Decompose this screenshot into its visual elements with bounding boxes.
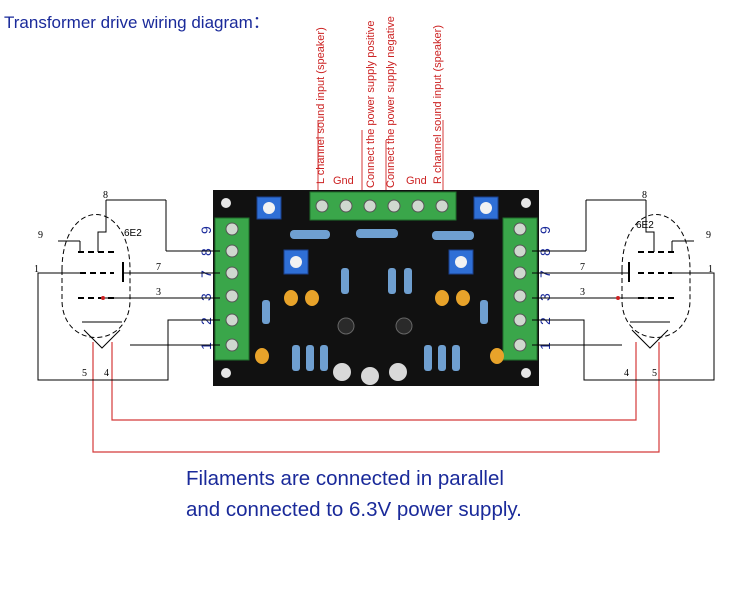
svg-text:4: 4 bbox=[104, 368, 109, 379]
left-terminal-block bbox=[214, 217, 250, 361]
svg-text:9: 9 bbox=[38, 230, 43, 241]
top-terminal-block bbox=[309, 191, 457, 221]
svg-text:5: 5 bbox=[82, 368, 87, 379]
label-gnd-left: Gnd bbox=[333, 175, 354, 187]
label-l-channel: L channel sound input (speaker) bbox=[315, 27, 327, 184]
label-power-negative: Connect the power supply negative bbox=[385, 16, 397, 188]
right-terminal-numbers: 9 8 7 3 2 1 bbox=[537, 226, 553, 350]
label-power-positive: Connect the power supply positive bbox=[365, 20, 377, 188]
svg-text:1: 1 bbox=[537, 342, 553, 350]
potentiometers bbox=[256, 196, 499, 275]
electrolytic-capacitors bbox=[333, 363, 407, 385]
svg-text:1: 1 bbox=[198, 342, 214, 350]
left-tube-6e2 bbox=[37, 199, 220, 381]
filament-note-line2: and connected to 6.3V power supply. bbox=[186, 498, 522, 521]
svg-text:9: 9 bbox=[198, 226, 214, 234]
svg-text:4: 4 bbox=[624, 368, 629, 379]
filament-wires bbox=[92, 342, 660, 453]
transistors bbox=[337, 317, 413, 335]
svg-text:8: 8 bbox=[198, 248, 214, 256]
left-terminal-numbers: 9 8 7 3 2 1 bbox=[198, 226, 214, 350]
filament-note: Filaments are connected in parallel and … bbox=[186, 463, 522, 525]
svg-text:3: 3 bbox=[537, 293, 553, 301]
svg-text:8: 8 bbox=[537, 248, 553, 256]
diagram-title: Transformer drive wiring diagram： bbox=[4, 13, 270, 32]
right-terminal-block bbox=[502, 217, 538, 361]
svg-text:2: 2 bbox=[537, 317, 553, 325]
right-tube-6e2 bbox=[532, 199, 715, 381]
svg-text:7: 7 bbox=[198, 270, 214, 278]
svg-text:7: 7 bbox=[580, 262, 585, 273]
filament-note-line1: Filaments are connected in parallel bbox=[186, 467, 504, 490]
label-gnd-right: Gnd bbox=[406, 175, 427, 187]
svg-text:3: 3 bbox=[198, 293, 214, 301]
label-r-channel: R channel sound input (speaker) bbox=[432, 25, 444, 184]
svg-text:7: 7 bbox=[156, 262, 161, 273]
left-tube-name: 6E2 bbox=[124, 228, 142, 239]
svg-text:8: 8 bbox=[103, 190, 108, 201]
resistors bbox=[262, 229, 488, 371]
svg-text:9: 9 bbox=[537, 226, 553, 234]
svg-text:2: 2 bbox=[198, 317, 214, 325]
svg-text:1: 1 bbox=[708, 264, 713, 275]
svg-text:5: 5 bbox=[652, 368, 657, 379]
svg-text:3: 3 bbox=[156, 287, 161, 298]
right-tube-name: 6E2 bbox=[636, 220, 654, 231]
top-labels: L channel sound input (speaker) Gnd Conn… bbox=[315, 16, 444, 188]
svg-text:7: 7 bbox=[537, 270, 553, 278]
svg-text:1: 1 bbox=[34, 264, 39, 275]
svg-text:3: 3 bbox=[580, 287, 585, 298]
svg-text:8: 8 bbox=[642, 190, 647, 201]
amplifier-board bbox=[213, 190, 539, 386]
svg-text:9: 9 bbox=[706, 230, 711, 241]
capacitors bbox=[255, 290, 504, 364]
